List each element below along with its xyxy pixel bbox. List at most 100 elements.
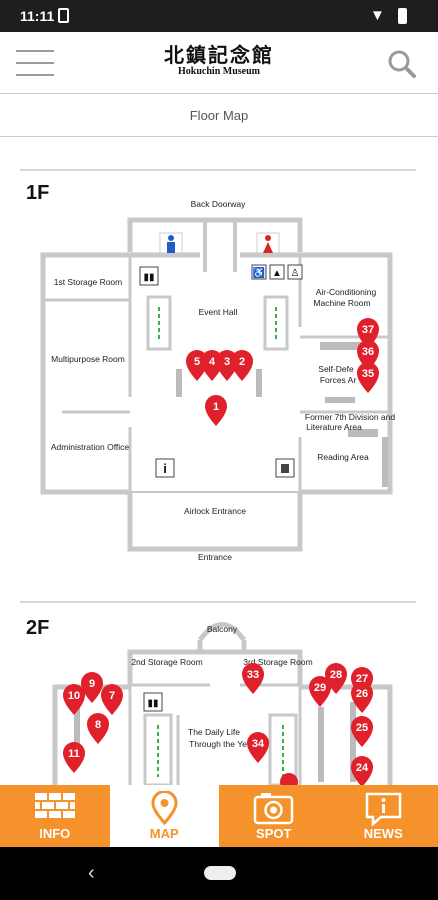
pin-number: 26 — [356, 688, 368, 700]
exhibit-pin[interactable]: 3 — [216, 350, 238, 381]
wifi-icon: ▼ — [370, 7, 385, 24]
tab-map-label: MAP — [149, 826, 179, 841]
information-icon: i — [155, 458, 175, 478]
page-title: Floor Map — [0, 95, 438, 137]
pin-number: 27 — [356, 673, 368, 685]
exhibit-pin[interactable]: 29 — [309, 676, 331, 707]
svg-text:♿: ♿ — [253, 266, 265, 279]
pin-number: 33 — [247, 669, 259, 681]
svg-text:▮▮: ▮▮ — [143, 272, 154, 283]
menu-button[interactable] — [16, 46, 54, 80]
room-reading-area: Reading Area — [317, 452, 369, 462]
room-former-division: Former 7th Division and — [305, 412, 396, 422]
room-self-defense: Self-Defe — [318, 364, 354, 374]
pin-number: 37 — [362, 324, 374, 336]
exhibit-pin[interactable]: 4 — [201, 350, 223, 381]
exhibit-pin[interactable]: 27 — [351, 667, 373, 698]
exhibit-pin[interactable]: 36 — [357, 340, 379, 371]
pin-number: 36 — [362, 346, 374, 358]
svg-text:i: i — [163, 461, 167, 476]
exhibit-pin-partial[interactable] — [280, 773, 298, 785]
pin-number: 9 — [89, 678, 95, 690]
pin-number: 35 — [362, 368, 374, 380]
home-pill-icon[interactable] — [204, 866, 236, 880]
exhibit-pin[interactable]: 10 — [63, 684, 85, 715]
floor-label-2f: 2F — [26, 617, 49, 639]
room-event-hall: Event Hall — [199, 307, 238, 317]
pin-number: 2 — [239, 356, 245, 368]
pin-number: 34 — [252, 738, 265, 750]
pin-number: 28 — [330, 669, 342, 681]
pin-number: 4 — [209, 356, 216, 368]
exhibit-pin[interactable]: 25 — [351, 716, 373, 747]
map-pin-icon — [150, 791, 178, 826]
floor-label-1f: 1F — [26, 182, 49, 204]
svg-text:▲: ▲ — [272, 268, 282, 279]
exhibit-pin[interactable]: 11 — [63, 742, 85, 773]
room-back-doorway: Back Doorway — [191, 199, 247, 209]
room-daily-life: The Daily Life — [188, 727, 240, 737]
system-nav-bar: ‹ — [0, 847, 438, 900]
exhibit-pin[interactable]: 7 — [101, 684, 123, 715]
female-restroom-icon — [256, 232, 280, 256]
room-storage-3: 3rd Storage Room — [243, 657, 312, 667]
elevator-icon: ▮▮ — [143, 692, 163, 712]
search-button[interactable] — [386, 48, 418, 80]
pin-number: 10 — [68, 690, 80, 702]
logo-title-jp: 北鎮記念館 — [164, 43, 274, 67]
brick-wall-icon — [35, 793, 75, 818]
room-storage-2: 2nd Storage Room — [131, 657, 202, 667]
exhibit-pin[interactable]: 34 — [247, 732, 269, 763]
exhibit-pin[interactable]: 26 — [351, 682, 373, 713]
back-icon[interactable]: ‹ — [88, 862, 95, 884]
exhibit-pin[interactable]: 5 — [186, 350, 208, 381]
svg-text:▮▮: ▮▮ — [147, 698, 158, 709]
accessible-restroom-icons: ♿ ▲ ♙ — [251, 264, 303, 280]
tab-spot[interactable]: SPOT — [219, 785, 329, 847]
museum-logo: 北鎮記念館 Hokuchin Museum — [140, 44, 298, 78]
room-literature-area: Literature Area — [306, 422, 362, 432]
pin-number: 7 — [109, 690, 115, 702]
svg-text:♙: ♙ — [291, 268, 300, 279]
pin-number: 29 — [314, 682, 326, 694]
room-multipurpose: Multipurpose Room — [51, 354, 125, 364]
room-air-conditioning: Air-Conditioning — [316, 287, 377, 297]
exhibit-pin[interactable]: 35 — [357, 362, 379, 393]
exhibit-pin[interactable]: 1 — [205, 395, 227, 426]
exhibit-pin[interactable]: 37 — [357, 318, 379, 349]
tab-info[interactable]: INFO — [0, 785, 110, 847]
exhibit-pin[interactable]: 33 — [242, 663, 264, 694]
sim-icon — [58, 8, 69, 23]
exhibit-pin[interactable]: 28 — [325, 663, 347, 694]
tab-info-label: INFO — [39, 826, 71, 841]
pin-number: 11 — [68, 748, 80, 760]
app-header: 北鎮記念館 Hokuchin Museum — [0, 32, 438, 94]
status-time: 11:11 — [20, 8, 55, 24]
locker-icon — [275, 458, 295, 478]
exhibit-pin[interactable]: 2 — [231, 350, 253, 381]
tab-news-label: NEWS — [363, 826, 403, 841]
tab-news[interactable]: NEWS — [328, 785, 438, 847]
room-administration: Administration Office — [51, 442, 130, 452]
status-bar: 11:11 ▼ — [0, 0, 438, 32]
bottom-tab-bar: INFO MAP SPOT NEWS — [0, 785, 438, 847]
pin-number: 24 — [356, 762, 369, 774]
room-entrance: Entrance — [198, 552, 232, 562]
floor-map[interactable]: 1F — [0, 137, 438, 785]
tab-spot-label: SPOT — [256, 826, 292, 841]
search-icon — [388, 50, 416, 78]
tab-map[interactable]: MAP — [109, 785, 219, 847]
male-restroom-icon — [159, 232, 183, 256]
pin-number: 3 — [224, 356, 230, 368]
camera-icon — [253, 793, 294, 825]
exhibit-pin[interactable]: 24 — [351, 756, 373, 785]
room-daily-life-2: Through the Ye — [189, 739, 247, 749]
battery-icon — [398, 8, 407, 24]
pin-number: 25 — [356, 722, 368, 734]
exhibit-pin[interactable]: 8 — [87, 713, 109, 744]
room-machine-room: Machine Room — [313, 298, 370, 308]
elevator-icon: ▮▮ — [139, 266, 159, 286]
info-bubble-icon — [365, 792, 401, 827]
exhibit-pin[interactable]: 9 — [81, 672, 103, 703]
room-airlock-entrance: Airlock Entrance — [184, 506, 246, 516]
